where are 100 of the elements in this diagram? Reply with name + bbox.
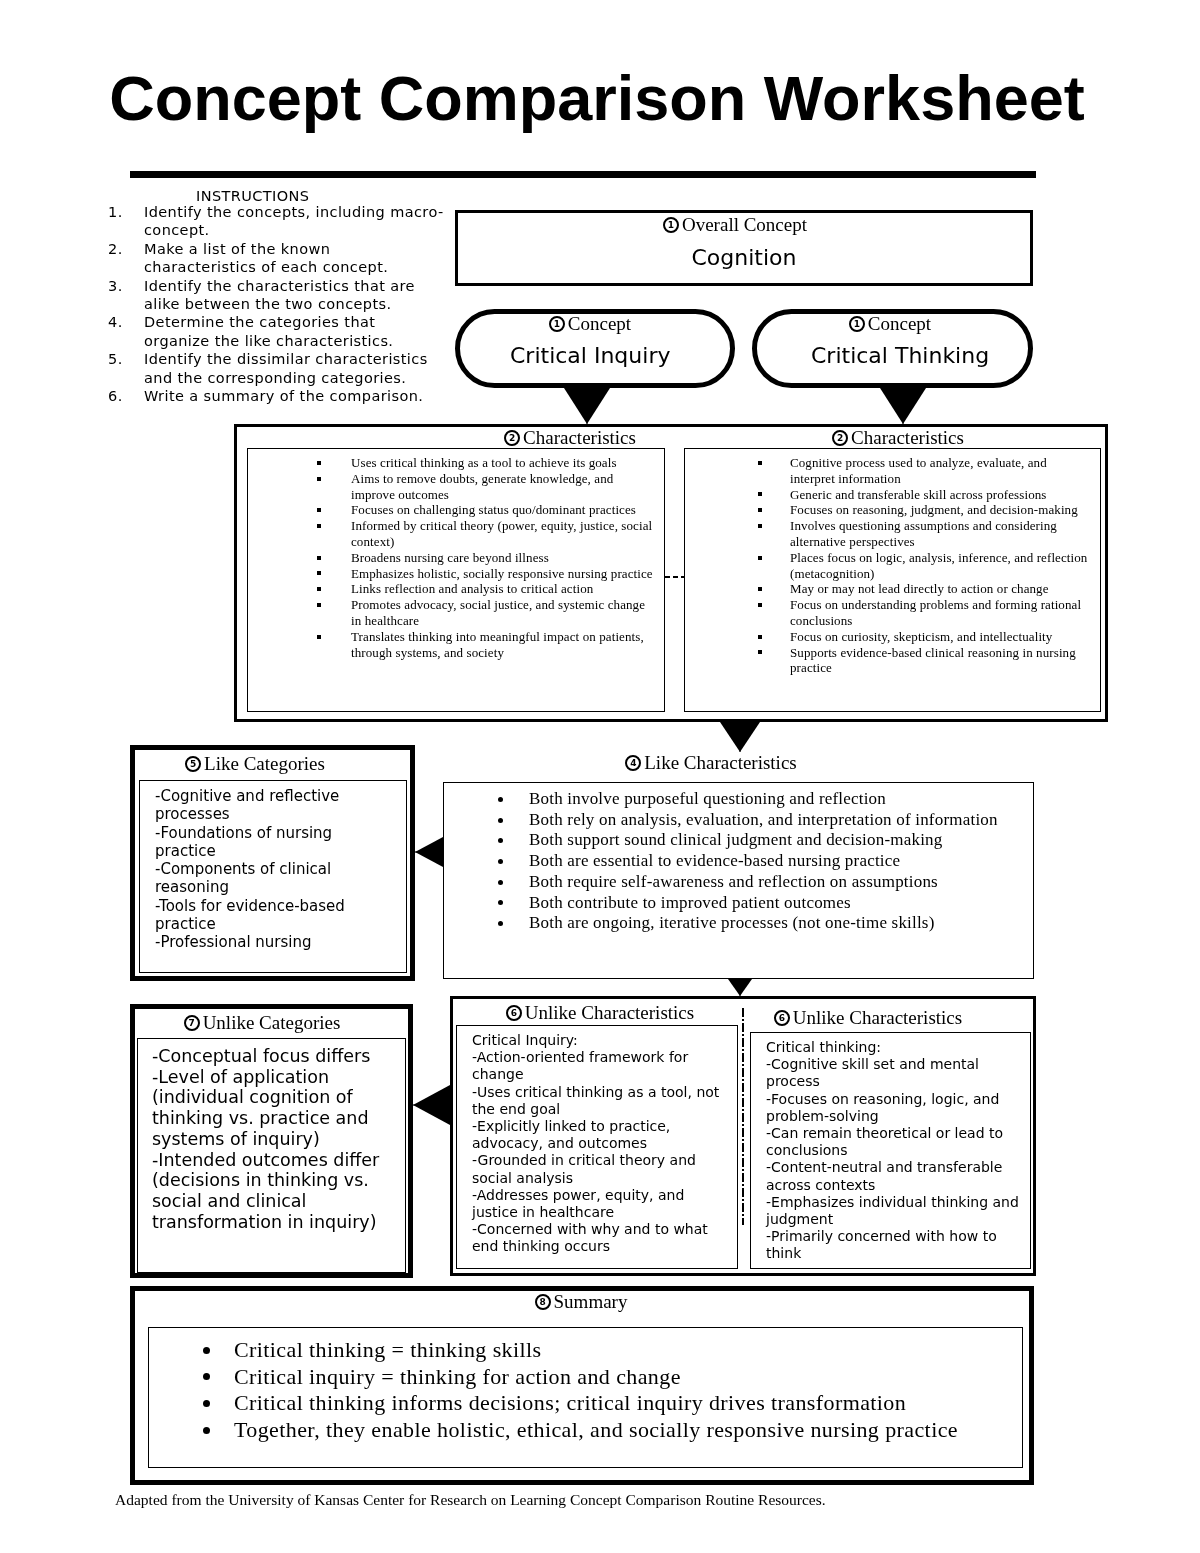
instruction-text: Identify the concepts, including macro-concept. [144,203,444,240]
concept-pill [752,309,1033,388]
characteristic-item: -Addresses power, equity, and justice in healthcare [472,1186,686,1222]
step-number: 1 [848,316,865,332]
characteristic-item: Informed by critical theory (power, equity, justice, social context) [351,518,654,550]
summary-item: Critical thinking informs decisions; critical inquiry drives transformation [234,1390,907,1417]
arrow [720,721,760,753]
section-heading: Unlike Categories [202,1012,341,1034]
section-frame [450,996,1036,1276]
step-number: 2 [504,430,521,446]
step-number: 8 [534,1294,551,1310]
step-number: 1 [662,217,679,233]
arrow [412,1085,451,1125]
summary-item: Critical inquiry = thinking for action and change [234,1363,681,1391]
characteristic-item: Both involve purposeful questioning and reflection [529,789,886,810]
characteristic-item: Critical thinking: [766,1039,881,1057]
characteristic-item: -Grounded in critical theory and social analysis [472,1152,697,1187]
step-number: 5 [185,756,202,772]
characteristic-item: -Content-neutral and transferable across contexts [766,1159,1004,1194]
section-heading: Like Categories [204,753,325,775]
step-number: 7 [183,1015,200,1031]
arrow [414,837,444,867]
step-number: 6 [773,1010,790,1026]
characteristic-item: Focuses on reasoning, judgment, and decision-making [790,502,1078,519]
characteristic-item: -Primarily concerned with how to think [766,1228,998,1263]
concept-name: Critical Thinking [811,343,990,369]
characteristic-item: -Action-oriented framework for change [472,1049,690,1084]
section-heading: Unlike Characteristics [524,1002,695,1024]
characteristic-item: -Focuses on reasoning, logic, and problem-solving [766,1090,1001,1125]
section-heading: Unlike Characteristics [792,1007,963,1029]
summary-item: Critical thinking = thinking skills [234,1337,542,1364]
characteristic-item: Supports evidence-based clinical reasoning in nursing practice [790,644,1077,677]
section-heading: Concept [867,313,932,335]
instruction-text: Write a summary of the comparison. [144,387,424,406]
category-item: -Cognitive and reflective processes [155,787,341,824]
text-panel [456,1025,738,1269]
arrow [728,978,752,997]
characteristic-item: Both rely on analysis, evaluation, and interpretation of information [529,809,998,831]
list-number: 2. [108,239,123,259]
list-number: 5. [108,350,123,369]
step-number: 1 [548,316,565,332]
characteristic-item: Generic and transferable skill across professions [790,486,1047,503]
text-panel [684,448,1101,712]
category-item: -Professional nursing [155,933,312,952]
category-item: -Foundations of nursing practice [155,823,334,861]
section-frame [130,1286,1034,1485]
section-heading: Overall Concept [681,214,807,236]
arrow [564,387,610,425]
characteristic-item: -Cognitive skill set and mental process [766,1056,980,1091]
characteristic-item: Involves questioning assumptions and considering alternative perspectives [790,518,1058,550]
characteristic-item: Translates thinking into meaningful impact on patients, through systems, and society [351,628,645,661]
text-panel [148,1327,1023,1468]
characteristic-item: Both are ongoing, iterative processes (not one-time skills) [529,913,935,934]
characteristic-item: Cognitive process used to analyze, evaluate, and interpret information [790,455,1048,487]
text-panel [137,1038,406,1273]
characteristic-item: Both require self-awareness and reflection on assumptions [529,871,938,893]
characteristic-item: -Uses critical thinking as a tool, not the end goal [472,1083,721,1118]
characteristic-item: Links reflection and analysis to critical action [351,581,594,598]
worksheet-title: Concept Comparison Worksheet [108,62,1086,134]
list-number: 6. [108,387,123,406]
list-number: 3. [108,276,123,296]
characteristic-item: -Explicitly linked to practice, advocacy, and outcomes [472,1118,672,1153]
characteristic-item: Emphasizes holistic, socially responsive nursing practice [351,565,653,582]
text-panel [139,780,407,973]
section-frame [130,1004,413,1278]
category-item: -Tools for evidence-based practice [155,896,346,934]
instruction-text: Determine the categories that organize the like characteristics. [144,313,395,351]
characteristic-item: Promotes advocacy, social justice, and systemic change in healthcare [351,597,647,629]
overall-concept-box [455,210,1033,286]
concept-name: Critical Inquiry [510,343,671,369]
step-number: 2 [832,430,849,446]
category-item: -Intended outcomes differ (decisions in thinking vs. social and clinical transformation in inquiry) [152,1149,381,1233]
characteristic-item: Uses critical thinking as a tool to achieve its goals [351,455,617,471]
category-item: -Conceptual focus differs [152,1046,371,1067]
characteristic-item: Focus on curiosity, skepticism, and intellectuality [790,628,1053,645]
step-number: 6 [505,1005,522,1021]
list-number: 4. [108,313,123,332]
characteristic-item: Both are essential to evidence-based nursing practice [529,851,901,872]
source-note: Adapted from the University of Kansas Center for Research on Learning Concept Comparison Routine Resources. [115,1491,826,1509]
characteristic-item: May or may not lead directly to action or change [790,581,1049,598]
summary-item: Together, they enable holistic, ethical, and socially responsive nursing practice [234,1416,958,1444]
characteristic-item: Places focus on logic, analysis, inference, and reflection (metacognition) [790,549,1089,582]
category-item: -Components of clinical reasoning [155,860,333,897]
section-heading: Like Characteristics [644,752,797,774]
text-panel [750,1032,1031,1269]
connector-line [664,576,685,578]
characteristic-item: -Can remain theoretical or lead to conclusions [766,1125,1005,1160]
instructions-heading: INSTRUCTIONS [196,187,310,205]
concept-name: Cognition [691,245,797,271]
instruction-text: Identify the dissimilar characteristics and the corresponding categories. [144,350,429,388]
list-number: 1. [108,203,123,222]
characteristic-item: -Emphasizes individual thinking and judgment [766,1193,1020,1229]
section-frame [130,745,415,981]
characteristic-item: -Concerned with why and to what end thinking occurs [472,1221,709,1256]
section-heading: Summary [553,1291,628,1313]
section-heading: Concept [567,313,632,335]
characteristic-item: Both support sound clinical judgment and decision-making [529,830,943,852]
section-heading: Characteristics [523,427,636,449]
section-heading: Characteristics [851,427,964,449]
instruction-text: Make a list of the known characteristics of each concept. [144,239,390,277]
